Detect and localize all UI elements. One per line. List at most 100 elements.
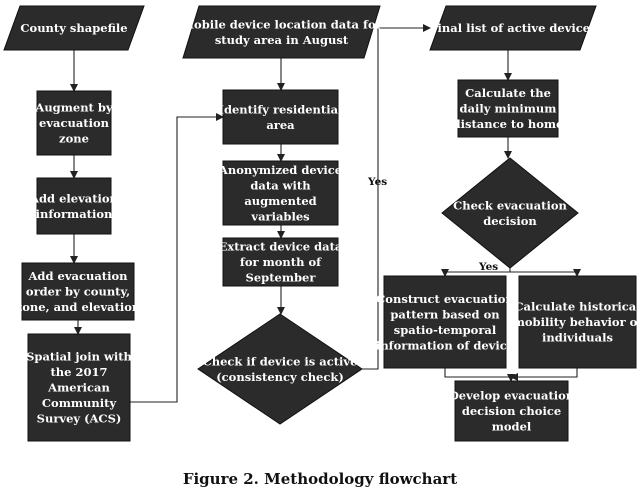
- node-label-line: Augment by: [34, 101, 113, 115]
- node-label-line: area: [266, 118, 295, 132]
- flow-arrow: [362, 24, 431, 370]
- node-label-line: Mobile device location data for: [181, 17, 382, 31]
- node-label-line: spatio-temporal: [394, 323, 497, 337]
- node-label: County shapefile: [20, 21, 127, 35]
- node-final-list: Final list of active devices: [429, 5, 597, 51]
- node-label-line: Develop evacuation: [449, 389, 575, 403]
- node-label-line: augmented: [244, 194, 316, 208]
- node-shape: [222, 237, 339, 287]
- figure-caption: Figure 2. Methodology flowchart: [182, 470, 458, 488]
- node-shape: [222, 89, 339, 145]
- node-label-line: daily minimum: [460, 102, 557, 116]
- node-label-line: Spatial join with: [26, 350, 132, 364]
- edge-label-decision-yes: Yes: [478, 261, 498, 273]
- node-shape: [36, 177, 112, 235]
- node-label-line: County shapefile: [20, 21, 127, 35]
- node-label-line: decision choice: [462, 404, 561, 418]
- node-add-elevation: Add elevation information: [29, 177, 119, 235]
- flow-arrow: [130, 113, 224, 403]
- flow-arrow: [510, 269, 581, 277]
- node-shape: [27, 333, 131, 442]
- node-label-line: American: [47, 381, 110, 395]
- node-label-line: Add evacuation: [28, 269, 129, 283]
- node-shape: [518, 275, 637, 369]
- node-label-line: zone, and elevation: [16, 300, 141, 314]
- node-shape: [21, 262, 135, 321]
- node-label-line: mobility behavior of: [513, 315, 640, 329]
- node-label-line: Identify residential: [219, 102, 343, 116]
- node-shape: [3, 5, 145, 51]
- node-label: Add elevation information: [29, 191, 118, 221]
- node-label-line: Survey (ACS): [37, 412, 122, 426]
- node-label-line: individuals: [542, 331, 613, 345]
- node-label-line: Anonymized device: [218, 163, 342, 177]
- node-label-line: pattern based on: [390, 307, 500, 321]
- node-label: Check if device is active (consistency ch…: [203, 354, 358, 384]
- node-label: Mobile device location data for study are…: [181, 17, 382, 47]
- node-label: Identify residential area: [219, 102, 343, 132]
- node-shape: [454, 380, 569, 442]
- flow-arrow: [441, 268, 511, 277]
- flow-arrow: [444, 368, 515, 382]
- node-shape: [457, 79, 559, 138]
- flow-arrow: [510, 368, 578, 381]
- node-label-line: evacuation: [39, 116, 110, 130]
- node-label-line: (consistency check): [216, 370, 344, 384]
- node-shape: [383, 275, 507, 369]
- node-label-line: Check if device is active: [203, 354, 358, 368]
- node-add-order: Add evacuation order by county,zone, and …: [16, 262, 141, 321]
- node-check-evacuation: Check evacuation decision: [441, 157, 579, 269]
- node-label-line: order by county,: [26, 285, 130, 299]
- node-label-line: Calculate the: [465, 86, 551, 100]
- node-label: Final list of active devices: [429, 21, 596, 35]
- node-label-line: the 2017: [50, 365, 107, 379]
- node-label-line: data with: [250, 178, 311, 192]
- node-label-line: zone: [59, 132, 89, 146]
- node-label-line: study area in August: [215, 33, 349, 47]
- node-shape: [441, 157, 579, 269]
- node-label-line: information: [36, 207, 113, 221]
- node-label-line: Add elevation: [29, 191, 118, 205]
- node-label: Check evacuation decision: [453, 198, 567, 228]
- node-label-line: for month of: [240, 255, 322, 269]
- node-shape: [222, 160, 339, 226]
- node-shape: [182, 5, 381, 59]
- node-label-line: variables: [250, 209, 309, 223]
- node-shape: [197, 313, 363, 425]
- node-label-line: information of device: [376, 338, 514, 352]
- node-label-line: Calculate historical: [514, 300, 640, 314]
- node-label-line: Construct evacuation: [376, 292, 514, 306]
- edge-label-active-yes: Yes: [367, 176, 387, 188]
- node-county-shapefile: County shapefile: [3, 5, 145, 51]
- node-label-line: September: [246, 271, 317, 285]
- node-label-line: Check evacuation: [453, 198, 567, 212]
- node-label-line: decision: [483, 214, 537, 228]
- node-label-line: Extract device data: [219, 240, 343, 254]
- edges: [70, 24, 581, 403]
- node-label: Add evacuation order by county,zone, and …: [16, 269, 141, 314]
- node-identify-residential: Identify residential area: [219, 89, 343, 145]
- node-check-active: Check if device is active (consistency ch…: [197, 313, 363, 425]
- node-shape: [429, 5, 597, 51]
- node-shape: [36, 90, 112, 156]
- node-mobile-data: Mobile device location data for study are…: [181, 5, 383, 59]
- node-label-line: Community: [42, 396, 117, 410]
